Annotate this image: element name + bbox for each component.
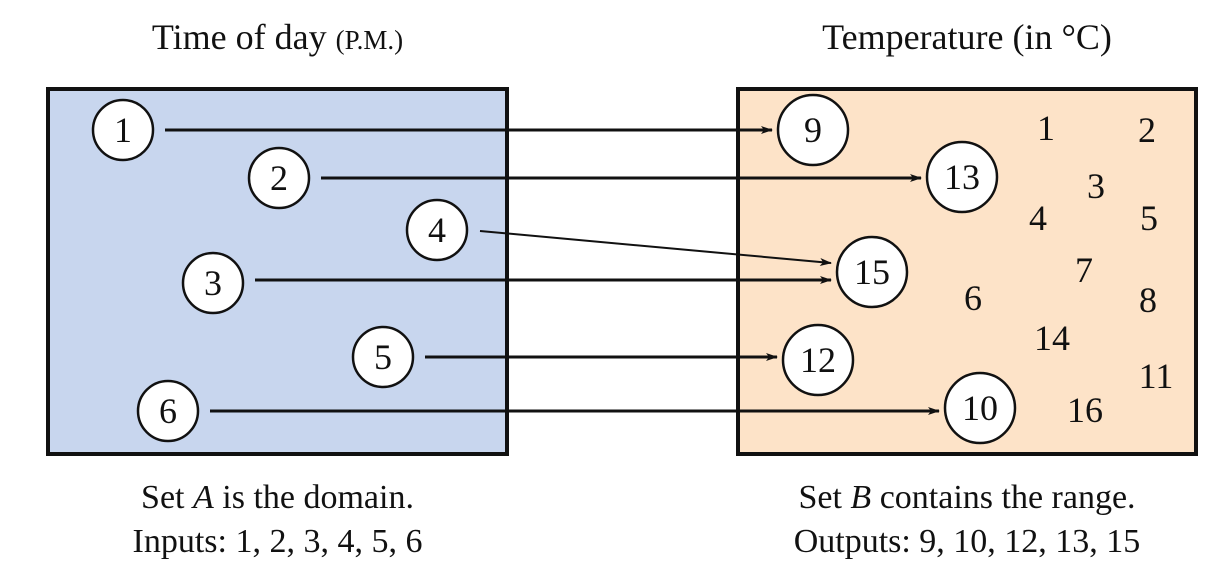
range-node-13-label: 13: [944, 157, 980, 197]
domain-node-5-circle: [351, 325, 415, 389]
domain-node-4-circle: [405, 198, 469, 262]
set-a-title-unit: (P.M.): [335, 25, 404, 55]
codomain-value-3: 3: [1087, 166, 1105, 206]
set-a-inputs-list: Inputs: 1, 2, 3, 4, 5, 6: [132, 523, 423, 560]
domain-node-5-label: 5: [374, 337, 392, 377]
codomain-value-7: 7: [1075, 250, 1093, 290]
set-b-other-values: 1 234 5 6 7 8 11 14 16: [964, 108, 1173, 430]
set-b-variable: B: [850, 479, 872, 516]
arrows-group: [165, 126, 940, 415]
domain-node-6-circle: [136, 379, 200, 443]
set-a-caption: Set A is the domain. Inputs: 1, 2, 3, 4,…: [47, 476, 508, 564]
domain-node-6-label: 6: [159, 391, 177, 431]
codomain-value-11: 11: [1139, 356, 1174, 396]
set-b-outputs-list: Outputs: 9, 10, 12, 13, 15: [793, 523, 1141, 560]
range-node-10-label: 10: [962, 388, 998, 428]
set-a-variable: A: [192, 479, 214, 516]
domain-node-3-circle: [181, 251, 245, 315]
set-b-title: Temperature (in °C): [822, 17, 1112, 57]
domain-node-2-circle: [247, 146, 311, 210]
set-a-nodes: 1 2 3 4 5 6: [91, 98, 469, 443]
caption-prefix: Set: [141, 479, 193, 516]
caption-suffix: is the domain.: [213, 479, 414, 516]
domain-node-4-label: 4: [428, 210, 446, 250]
codomain-value-2: 2: [1138, 110, 1156, 150]
domain-node-3-label: 3: [204, 263, 222, 303]
codomain-value-16: 16: [1067, 390, 1103, 430]
codomain-value-4: 4: [1029, 198, 1047, 238]
range-node-10-circle: [943, 371, 1017, 445]
range-node-9-circle: [776, 93, 850, 167]
codomain-value-1: 1: [1037, 108, 1055, 148]
set-b-caption: Set B contains the range. Outputs: 9, 10…: [737, 476, 1197, 564]
set-b-caption-line1: Set B contains the range.: [737, 476, 1197, 520]
set-a-title: Time of day (P.M.): [47, 16, 508, 58]
set-a-caption-line1: Set A is the domain.: [47, 476, 508, 520]
set-a-title-text: Time of day: [151, 17, 327, 57]
arrow-4-to-15: [479, 230, 832, 266]
domain-node-1-circle: [91, 98, 155, 162]
codomain-value-5: 5: [1140, 198, 1158, 238]
range-node-9-label: 9: [804, 110, 822, 150]
codomain-value-8: 8: [1139, 280, 1157, 320]
caption-suffix: contains the range.: [871, 479, 1136, 516]
domain-node-1-label: 1: [114, 110, 132, 150]
range-node-12-label: 12: [800, 340, 836, 380]
codomain-value-6: 6: [964, 278, 982, 318]
caption-prefix: Set: [798, 479, 851, 516]
range-node-15-label: 15: [854, 252, 890, 292]
codomain-value-14: 14: [1034, 318, 1070, 358]
domain-node-2-label: 2: [270, 158, 288, 198]
set-b-nodes: 9 13 15 12 10: [776, 93, 1017, 445]
range-node-15-circle: [835, 235, 909, 309]
range-node-13-circle: [925, 140, 999, 214]
range-node-12-circle: [781, 323, 855, 397]
